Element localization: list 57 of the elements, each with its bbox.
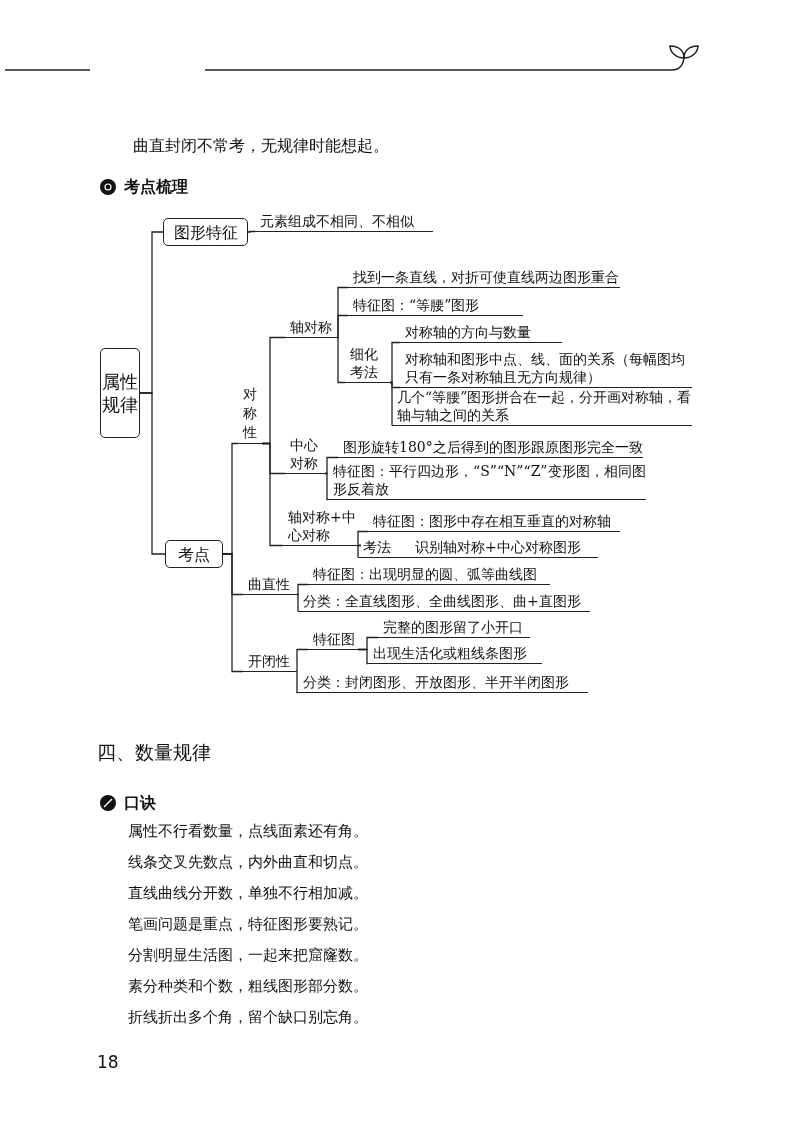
branch-text: 中心对称 <box>285 436 325 474</box>
branch-text: 分类：封闭图形、开放图形、半开半闭图形 <box>298 673 588 693</box>
connector-line <box>357 530 369 547</box>
verse-line: 分割明显生活图，一起来把窟窿数。 <box>128 946 368 965</box>
connector-line <box>296 648 309 673</box>
page-number: 18 <box>97 1052 119 1072</box>
connector-line <box>336 314 349 339</box>
branch-text: 细化考法 <box>345 345 390 383</box>
connector-line <box>324 456 339 475</box>
branch-text: 图形旋转180°之后得到的图形跟原图形完全一致 <box>338 438 643 458</box>
branch-text: 分类：全直线图形、全曲线图形、曲+直图形 <box>298 592 590 612</box>
verse-line: 折线折出多个角，留个缺口别忘角。 <box>128 1008 368 1027</box>
verse-line: 直线曲线分开数，单独不行相加减。 <box>128 884 368 903</box>
topic-box: 考点 <box>165 540 223 568</box>
branch-text: 特征图：图形中存在相互垂直的对称轴 <box>368 512 620 532</box>
chapter-heading: 四、数量规律 <box>97 740 211 765</box>
connector-line <box>389 381 393 427</box>
body-text: 曲直封闭不常考，无规律时能想起。 <box>133 136 389 157</box>
branch-text: 对称轴和图形中点、线、面的关系（每幅图均只有一条对称轴且无方向规律） <box>400 350 692 388</box>
connector-line <box>139 392 166 555</box>
branch-text: 找到一条直线，对折可使直线两边图形重合 <box>348 268 620 288</box>
connector-line <box>222 553 244 673</box>
connector-line <box>247 230 256 233</box>
branch-text: 特征图 <box>308 630 358 650</box>
branch-text: 开闭性 <box>243 652 297 672</box>
branch-text: 轴对称+中心对称 <box>283 508 361 546</box>
branch-row <box>358 538 598 558</box>
branch-text: 对称性 <box>238 385 262 444</box>
branch-text: 特征图：“等腰”图形 <box>348 296 523 316</box>
branch-text: 考法 <box>363 538 391 556</box>
branch-text: 特征图：平行四边形，“S”“N”“Z”变形图，相同图形反着放 <box>328 462 646 500</box>
verse-line: 线条交叉先数点，内外曲直和切点。 <box>128 853 368 872</box>
connector-line <box>324 472 329 501</box>
topic-box: 属性规律 <box>100 348 140 438</box>
connector-line <box>261 442 284 547</box>
section-heading: 口诀 <box>124 793 156 814</box>
connector-line <box>336 336 346 384</box>
verse-line: 笔画问题是重点，特征图形要熟记。 <box>128 915 368 934</box>
connector-line <box>296 593 299 613</box>
section-heading: 考点梳理 <box>124 177 188 198</box>
branch-text: 轴对称 <box>285 318 337 338</box>
branch-text: 识别轴对称+中心对称图形 <box>415 538 581 556</box>
branch-text: 几个“等腰”图形拼合在一起，分开画对称轴，看轴与轴之间的关系 <box>392 388 692 426</box>
verse-line: 属性不行看数量，点线面素还有角。 <box>128 822 368 841</box>
branch-text: 特征图：出现明显的圆、弧等曲线图 <box>308 565 550 585</box>
topic-box: 图形特征 <box>163 218 248 246</box>
connector-line <box>357 544 362 559</box>
connector-line <box>296 583 309 596</box>
connector-line <box>357 648 369 665</box>
branch-text: 曲直性 <box>243 575 297 595</box>
branch-text: 对称轴的方向与数量 <box>400 323 562 343</box>
connector-line <box>296 670 299 694</box>
branch-text: 元素组成不相同、不相似 <box>255 212 433 232</box>
branch-text: 完整的图形留了小开口 <box>378 618 530 638</box>
connector-line <box>389 341 401 384</box>
verse-line: 素分种类和个数，粗线图形部分数。 <box>128 977 368 996</box>
branch-text: 出现生活化或粗线条图形 <box>368 644 542 664</box>
